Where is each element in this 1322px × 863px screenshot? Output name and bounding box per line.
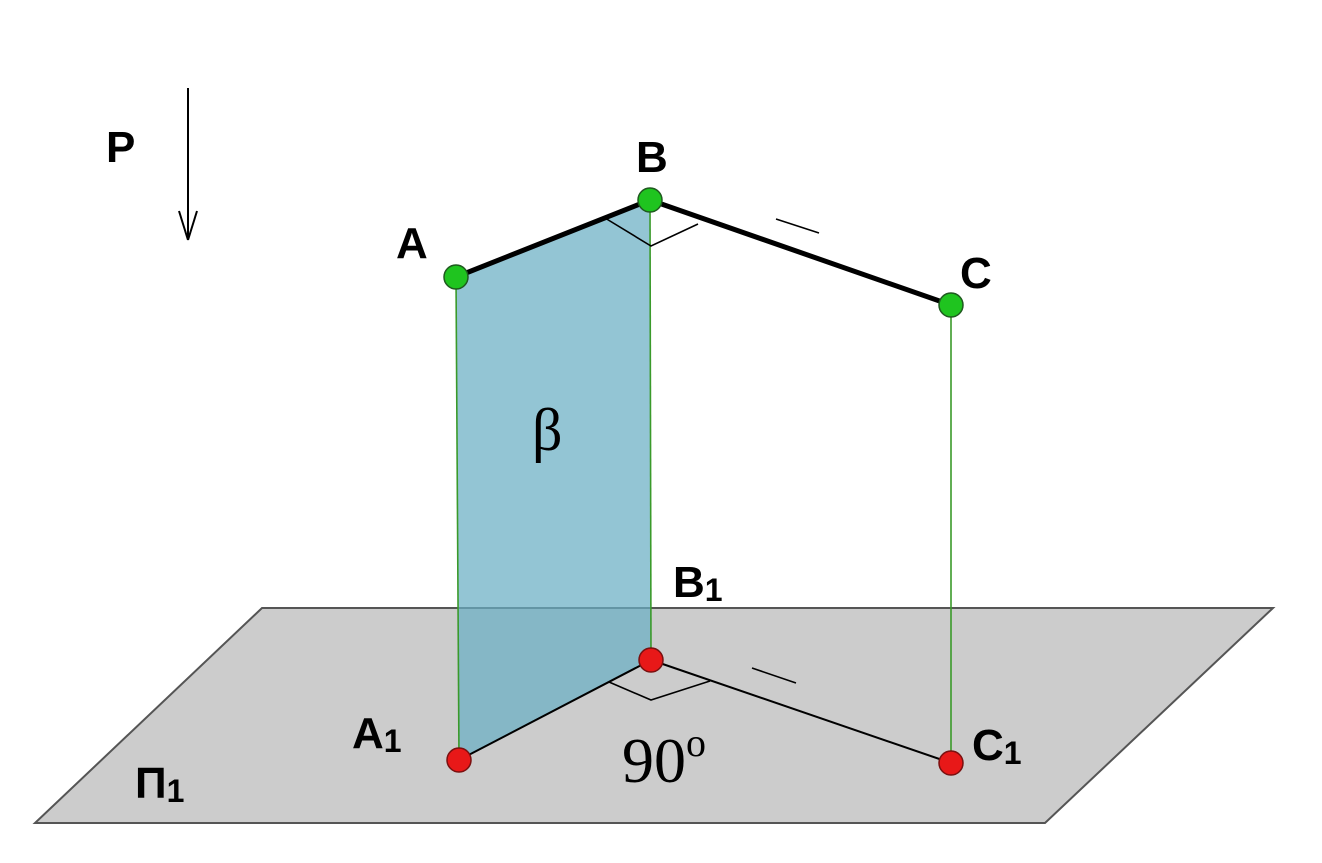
point-a [443, 264, 469, 290]
plane-beta [456, 200, 651, 760]
tick-mark-bc [775, 218, 820, 234]
label-p: P [106, 123, 135, 172]
label-c1: C1 [972, 721, 1022, 771]
label-b: B [636, 133, 668, 182]
label-beta: β [532, 397, 563, 463]
space-points [443, 187, 964, 318]
label-pi1: П1 [135, 759, 184, 809]
projector-a [455, 276, 460, 761]
label-b1: B1 [673, 558, 723, 608]
label-a1: A1 [352, 709, 402, 759]
right-angle-mark-b [604, 217, 699, 247]
projection-plane-pi1 [32, 607, 1276, 824]
label-a: A [396, 219, 428, 268]
space-segments [453, 197, 954, 308]
point-c [938, 292, 964, 318]
projected-points [446, 647, 964, 776]
point-a1 [446, 747, 472, 773]
segment-ab [453, 197, 653, 280]
segment-bc [647, 197, 954, 308]
point-b [637, 187, 663, 213]
tick-mark-b1c1 [751, 667, 797, 684]
segment-b1c1 [650, 659, 952, 764]
projecting-lines [455, 199, 952, 763]
point-c1 [938, 750, 964, 776]
point-b1 [638, 647, 664, 673]
label-c: C [960, 249, 992, 298]
projection-segments [458, 659, 952, 764]
view-direction-arrow [178, 88, 198, 241]
label-angle: 90o [622, 720, 706, 796]
projector-b [649, 199, 652, 661]
segment-a1b1 [458, 659, 652, 761]
right-angle-mark-b1 [608, 680, 711, 701]
